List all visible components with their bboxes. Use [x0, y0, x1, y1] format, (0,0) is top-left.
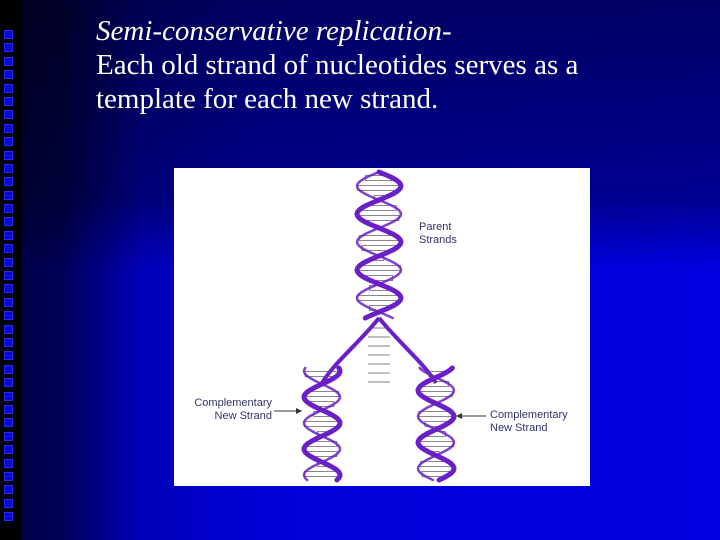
decorative-square	[4, 123, 13, 133]
decorative-square	[4, 364, 13, 374]
decorative-square	[4, 56, 13, 66]
dna-replication-figure: Parent Strands Complementary New Strand …	[174, 168, 590, 486]
title-line-3: template for each new strand.	[96, 83, 439, 115]
decorative-square	[4, 257, 13, 267]
decorative-square	[4, 458, 13, 468]
decorative-square	[4, 324, 13, 334]
decorative-squares	[4, 30, 18, 525]
decorative-square	[4, 43, 13, 53]
title-heading: Semi-conservative replication-	[96, 15, 452, 47]
decorative-square	[4, 445, 13, 455]
parent-label-line1: Parent	[419, 221, 452, 233]
left-daughter-helix-strand-b	[302, 366, 342, 482]
decorative-square	[4, 271, 13, 281]
decorative-square	[4, 337, 13, 347]
left-complementary-label: Complementary New Strand	[186, 397, 272, 423]
parent-helix-base-pair	[356, 295, 402, 301]
decorative-square	[4, 230, 13, 240]
decorative-square	[4, 30, 13, 39]
decorative-square	[4, 70, 13, 80]
left-daughter-helix-strand-a	[301, 365, 343, 483]
right-daughter-helix-strand-b	[416, 366, 456, 482]
decorative-square	[4, 83, 13, 93]
decorative-square	[4, 498, 13, 508]
decorative-square	[4, 96, 13, 106]
decorative-square	[4, 163, 13, 173]
decorative-square	[4, 418, 13, 428]
decorative-square	[4, 431, 13, 441]
right-label-line1: Complementary	[490, 409, 568, 421]
decorative-square	[4, 110, 13, 120]
parent-strands-label: Parent Strands	[419, 221, 457, 247]
parent-helix-strand-a	[354, 169, 404, 321]
right-daughter-helix-base-pair	[417, 441, 455, 447]
decorative-square	[4, 217, 13, 227]
decorative-square	[4, 150, 13, 160]
decorative-square	[4, 391, 13, 401]
decorative-square	[4, 351, 13, 361]
parent-helix-strand-b	[355, 170, 403, 320]
right-label-arrowhead	[456, 413, 462, 419]
left-label-line1: Complementary	[194, 397, 272, 409]
right-daughter-helix-strand-a	[415, 365, 457, 483]
decorative-square	[4, 284, 13, 294]
parent-helix-base-pair	[357, 265, 401, 271]
dna-helix-diagram	[274, 169, 486, 483]
right-complementary-label: Complementary New Strand	[490, 409, 568, 435]
decorative-square	[4, 204, 13, 214]
parent-label-line2: Strands	[419, 234, 457, 246]
decorative-square	[4, 137, 13, 147]
left-daughter-helix-base-pair	[303, 471, 341, 477]
decorative-square	[4, 471, 13, 481]
parent-helix-base-pair	[357, 185, 401, 191]
left-label-line2: New Strand	[214, 410, 272, 422]
left-label-arrowhead	[296, 408, 302, 414]
slide-title: Semi-conservative replication- Each old …	[96, 14, 706, 116]
decorative-square	[4, 485, 13, 495]
decorative-square	[4, 177, 13, 187]
decorative-square	[4, 404, 13, 414]
decorative-square	[4, 297, 13, 307]
right-label-line2: New Strand	[490, 422, 548, 434]
decorative-square	[4, 190, 13, 200]
decorative-square	[4, 378, 13, 388]
decorative-square	[4, 311, 13, 321]
left-daughter-helix-base-pair	[303, 421, 341, 427]
left-decorative-strip	[0, 0, 22, 540]
fork-left-strand	[320, 316, 381, 385]
decorative-square	[4, 244, 13, 254]
title-line-2: Each old strand of nucleotides serves as…	[96, 49, 579, 81]
decorative-square	[4, 512, 13, 522]
